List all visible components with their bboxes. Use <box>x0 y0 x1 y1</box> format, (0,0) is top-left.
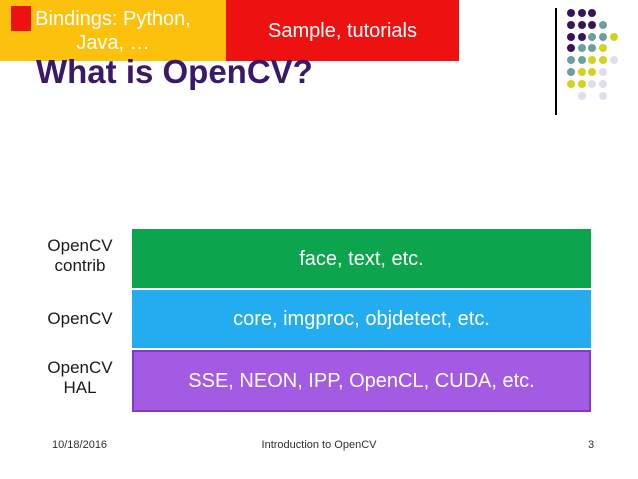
dot-icon <box>599 44 608 53</box>
dot-icon <box>588 68 597 76</box>
dot-icon <box>567 79 575 88</box>
dot-icon <box>567 9 575 17</box>
dot-icon <box>588 79 597 88</box>
dot-icon <box>588 56 597 65</box>
page-title: What is OpenCV? <box>36 53 313 90</box>
dot-icon <box>567 68 575 76</box>
dot-icon <box>609 32 618 41</box>
dot-icon <box>599 91 608 100</box>
dot-icon <box>588 20 597 29</box>
dot-icon <box>588 32 597 41</box>
block-contrib-modules: face, text, etc. <box>132 229 591 288</box>
dot-icon <box>577 20 586 29</box>
dot-icon <box>599 79 608 88</box>
block-samples: Sample, tutorials <box>226 0 459 61</box>
dot-icon <box>577 32 586 41</box>
label-opencv-hal: OpenCV HAL <box>47 358 113 397</box>
footer-title: Introduction to OpenCV <box>261 439 377 451</box>
dot-icon <box>577 44 586 53</box>
dot-icon <box>588 44 597 53</box>
block-bindings: Bindings: Python, Java, … <box>0 0 226 61</box>
dot-icon <box>599 20 608 29</box>
dot-icon <box>599 56 608 65</box>
diagram-top-row: Bindings: Python, Java, … Sample, tutori… <box>0 0 459 61</box>
dot-icon <box>567 56 575 65</box>
page-number: 3 <box>588 439 595 451</box>
vertical-line <box>555 8 557 115</box>
label-opencv: OpenCV <box>47 309 113 328</box>
block-hal-layer: SSE, NEON, IPP, OpenCL, CUDA, etc. <box>132 350 591 412</box>
dot-icon <box>609 56 618 65</box>
footer-date: 10/18/2016 <box>52 439 108 451</box>
dot-icon <box>577 91 586 100</box>
dot-icon <box>567 20 575 29</box>
dot-icon <box>577 79 586 88</box>
dot-icon <box>577 56 586 65</box>
dot-icon <box>599 32 608 41</box>
dot-icon <box>599 68 608 76</box>
dot-icon <box>567 32 575 41</box>
dot-icon <box>588 9 597 17</box>
dot-icon <box>577 68 586 76</box>
label-opencv-contrib: OpenCV contrib <box>47 236 113 275</box>
dot-icon <box>567 44 575 53</box>
dot-icon <box>577 9 586 17</box>
accent-box <box>11 6 31 31</box>
block-core-modules: core, imgproc, objdetect, etc. <box>132 290 591 348</box>
